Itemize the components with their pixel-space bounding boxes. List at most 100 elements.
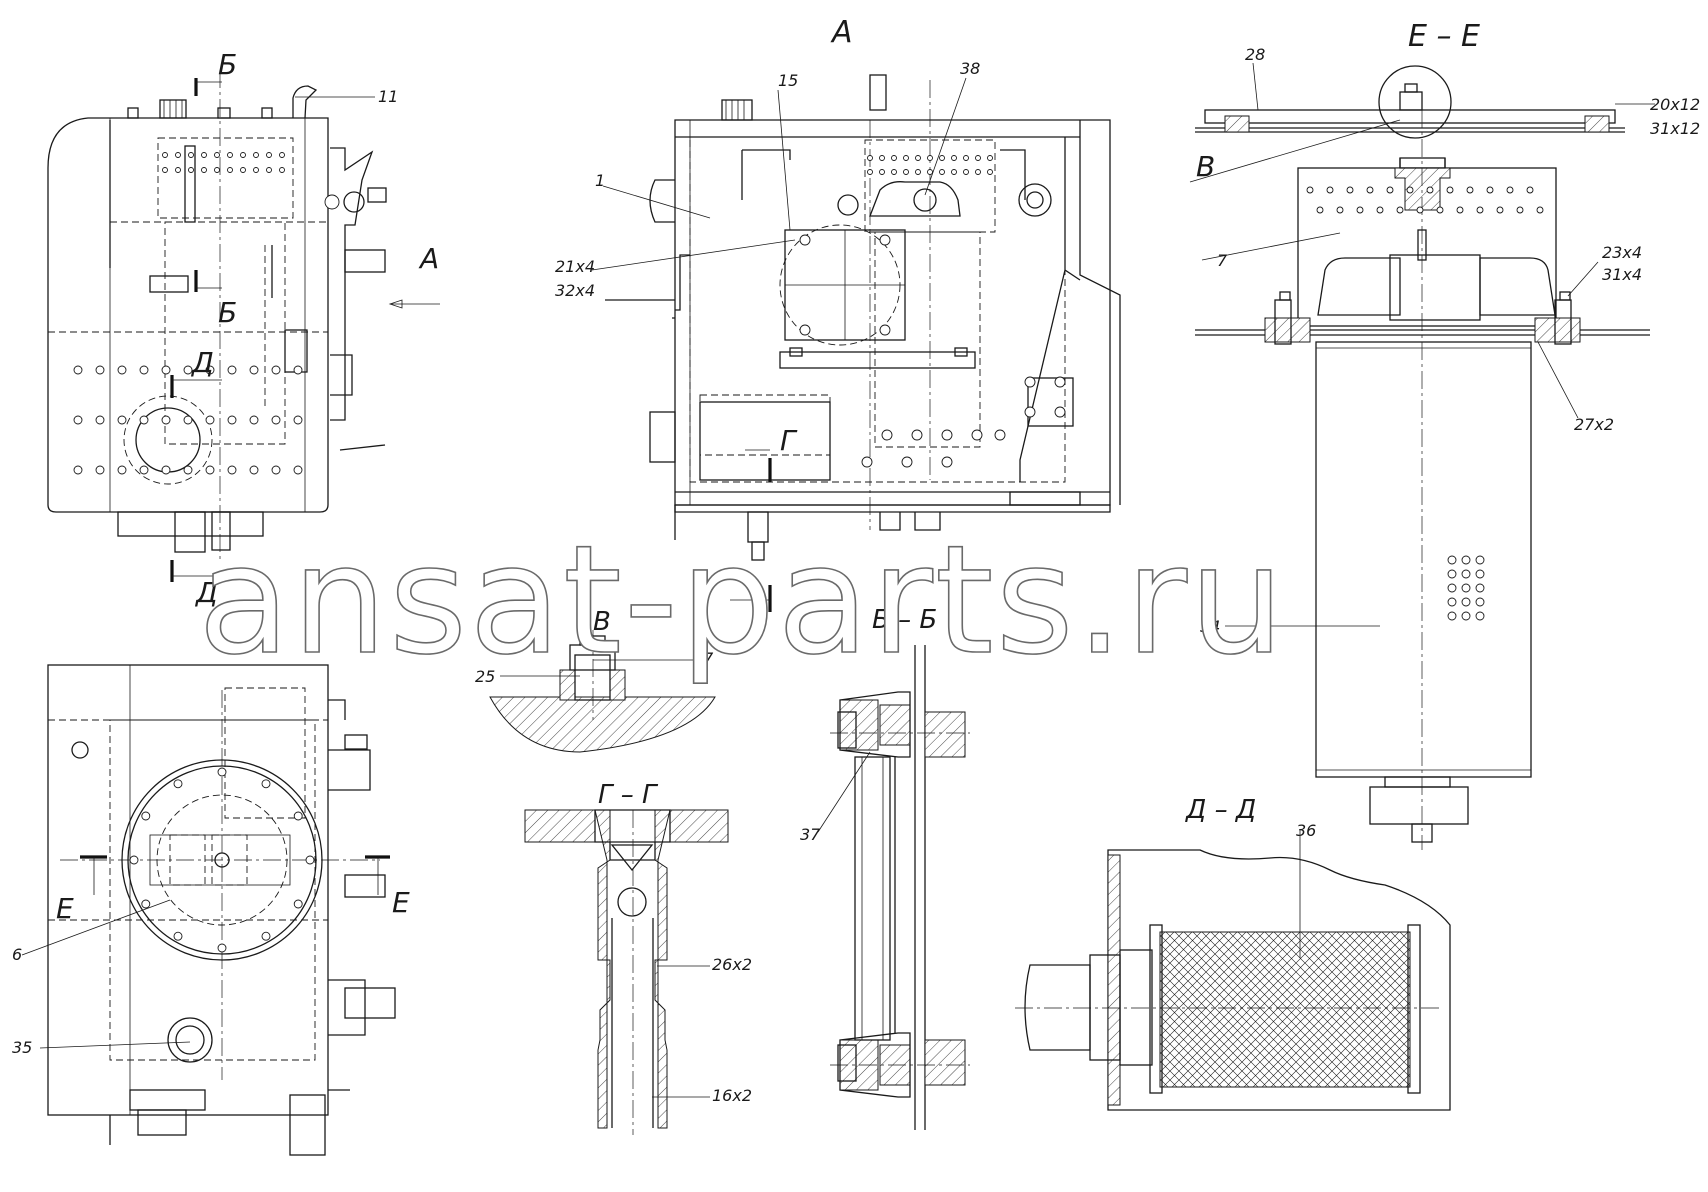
bolt-head <box>881 429 893 441</box>
bolt-head <box>799 234 811 246</box>
flange-bolt <box>173 779 183 789</box>
perforation-hole <box>1475 597 1485 607</box>
cut-g-mark: Г <box>780 424 798 457</box>
detail-v <box>489 630 716 753</box>
leader-lines <box>21 62 1655 1098</box>
callout-26x2: 26х2 <box>712 955 752 974</box>
perforation-hole <box>214 167 220 173</box>
perforation-hole <box>1461 569 1471 579</box>
label-detail-v: В <box>593 607 611 637</box>
perforation-hole <box>205 465 215 475</box>
perforation-hole <box>927 169 933 175</box>
perforation-hole <box>293 365 303 375</box>
callout-31x4: 31х4 <box>1602 265 1642 284</box>
perforation-hole <box>188 167 194 173</box>
perforation-hole <box>915 155 921 161</box>
perforation-hole <box>1475 555 1485 565</box>
cut-g-lower: Г <box>790 606 808 639</box>
perforation-hole <box>201 167 207 173</box>
callout-34: 34 <box>1200 617 1220 636</box>
perforation-hole <box>1466 186 1474 194</box>
labels: А Е – Е В Г – Г Б – Б Д – Д Б Б Д Д А Г … <box>12 15 1700 1105</box>
perforation-hole <box>1475 611 1485 621</box>
perforation-hole <box>975 169 981 175</box>
flange-bolt <box>293 899 303 909</box>
perforation-hole <box>1476 206 1484 214</box>
bolt-head <box>1024 406 1036 418</box>
flange-bolt <box>173 931 183 941</box>
perforation-hole <box>73 415 83 425</box>
perforation-hole <box>939 169 945 175</box>
front-view-tank <box>47 70 387 560</box>
perforation-hole <box>1447 611 1457 621</box>
perforation-hole <box>293 465 303 475</box>
perforation-hole <box>1536 206 1544 214</box>
perforation-hole <box>271 365 281 375</box>
perforation-hole <box>227 415 237 425</box>
perforation-hole <box>1376 206 1384 214</box>
perforation-hole <box>1446 186 1454 194</box>
perforation-hole <box>266 167 272 173</box>
cut-b-top: Б <box>218 48 237 81</box>
callout-37: 37 <box>800 825 821 844</box>
perforation-hole <box>1456 206 1464 214</box>
bolt-head <box>861 456 873 468</box>
cut-a-arrow: А <box>418 242 439 275</box>
perforation-hole <box>1516 206 1524 214</box>
callout-16x2: 16х2 <box>712 1086 752 1105</box>
perforation-hole <box>915 169 921 175</box>
bolt-head <box>911 429 923 441</box>
perforation-hole <box>162 152 168 158</box>
flange-bolt <box>141 811 151 821</box>
section-cut-marks <box>80 78 772 895</box>
perforation-hole <box>253 152 259 158</box>
callout-20x12: 20х12 <box>1650 95 1700 114</box>
bolt-head <box>799 324 811 336</box>
perforation-hole <box>1406 186 1414 194</box>
flange-bolt <box>129 855 139 865</box>
perforation-hole <box>1366 186 1374 194</box>
perforation-hole <box>891 169 897 175</box>
perforation-hole <box>117 415 127 425</box>
perforation-hole <box>903 169 909 175</box>
perforation-hole <box>161 415 171 425</box>
perforation-hole <box>1447 583 1457 593</box>
bolt-head <box>994 429 1006 441</box>
perforation-hole <box>927 155 933 161</box>
perforation-hole <box>951 169 957 175</box>
flange-bolt <box>305 855 315 865</box>
cut-v-ref: В <box>1196 150 1215 183</box>
perforation-hole <box>214 152 220 158</box>
callout-23x4: 23х4 <box>1602 243 1642 262</box>
perforation-hole <box>867 155 873 161</box>
perforation-hole <box>1461 611 1471 621</box>
perforation-hole <box>1506 186 1514 194</box>
perforation-hole <box>903 155 909 161</box>
perforation-hole <box>1486 186 1494 194</box>
perforation-hole <box>1475 569 1485 579</box>
perforation-hole <box>139 465 149 475</box>
perforation-hole <box>95 465 105 475</box>
perforation-hole <box>279 152 285 158</box>
perforation-hole <box>1461 555 1471 565</box>
perforation-hole <box>183 415 193 425</box>
perforation-hole <box>249 365 259 375</box>
perforation-hole <box>987 169 993 175</box>
perforation-hole <box>205 415 215 425</box>
perforation-hole <box>1396 206 1404 214</box>
perforation-hole <box>1436 206 1444 214</box>
perforation-hole <box>175 152 181 158</box>
perforation-hole <box>253 167 259 173</box>
perforation-hole <box>249 465 259 475</box>
perforation-hole <box>271 415 281 425</box>
callout-27x2: 27х2 <box>1574 415 1614 434</box>
callout-28: 28 <box>1245 45 1265 64</box>
perforation-hole <box>279 167 285 173</box>
callout-1: 1 <box>595 171 605 190</box>
perforation-hole <box>73 365 83 375</box>
perforation-hole <box>293 415 303 425</box>
bolt-head <box>941 429 953 441</box>
perforation-hole <box>249 415 259 425</box>
callout-17: 17 <box>693 649 714 668</box>
perforation-hole <box>1316 206 1324 214</box>
